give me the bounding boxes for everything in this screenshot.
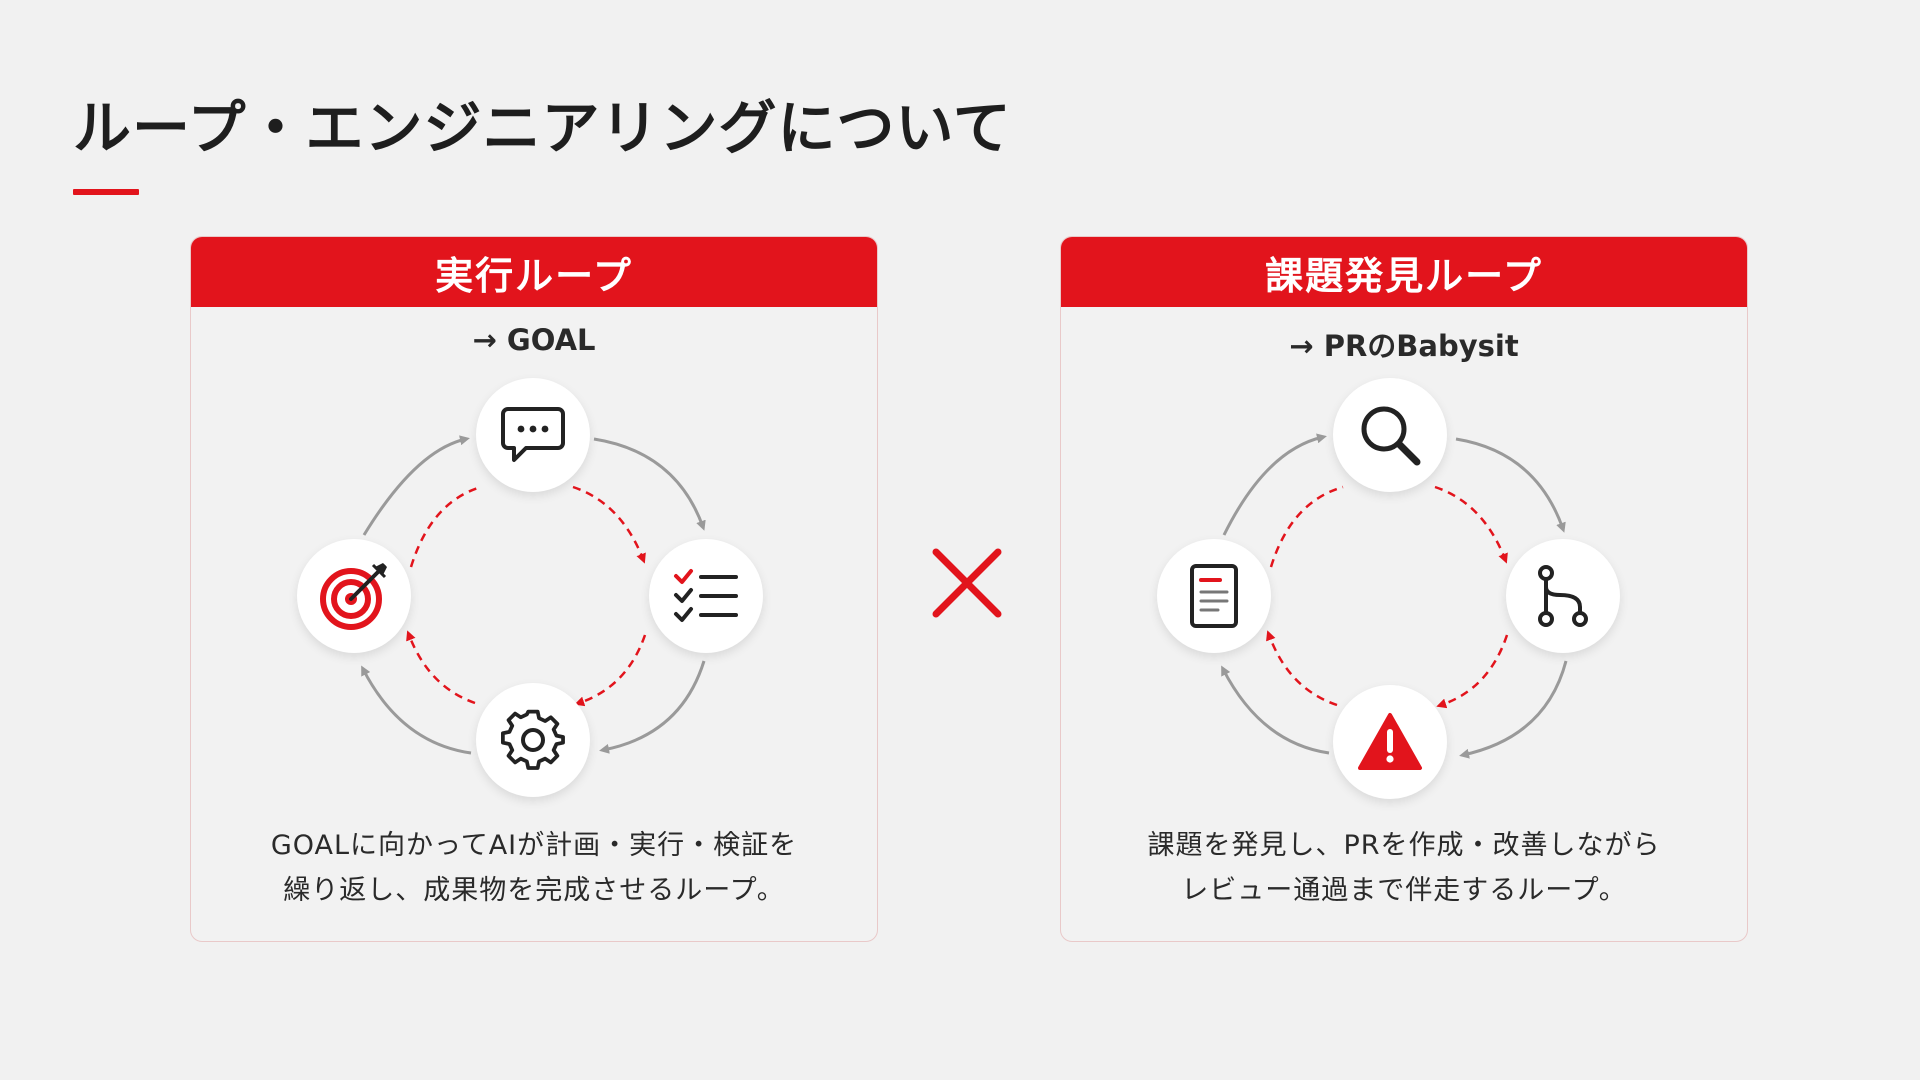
card-header: 実行ループ [191,237,877,307]
card-subtitle: → GOAL [472,323,596,357]
card-description: GOALに向かってAIが計画・実行・検証を 繰り返し、成果物を完成させるループ。 [191,823,877,913]
outer-arrow [1455,437,1566,533]
card-subtitle: → PRのBabysit [1289,329,1519,363]
inner-dashed-arrow [409,485,482,568]
description-line: レビュー通過まで伴走するループ。 [1181,875,1627,906]
checklist-icon [649,539,763,653]
warning-icon [1333,685,1447,799]
gear-icon [476,683,590,797]
outer-arrow [1221,665,1330,755]
issue-discovery-loop-card: 課題発見ループ → PRのBabysit [1060,236,1748,942]
description-line: 課題を発見し、PRを作成・改善しながら [1147,830,1661,861]
loop-diagram [1221,433,1568,759]
outer-arrow [1459,660,1568,759]
inner-dashed-arrow [1269,485,1344,568]
git-branch-icon [1506,539,1620,653]
card-header: 課題発見ループ [1061,237,1747,307]
description-line: GOALに向かってAIが計画・実行・検証を [270,830,798,861]
description-line: 繰り返し、成果物を完成させるループ。 [283,875,785,906]
inner-dashed-arrow [1266,630,1338,707]
execution-loop-card: 実行ループ → GOAL [190,236,878,942]
inner-dashed-arrow [1436,634,1509,709]
loop-diagram [361,435,706,755]
search-icon [1333,378,1447,492]
outer-arrow [361,665,472,755]
cross-icon [932,548,1002,618]
outer-arrow [593,437,706,531]
inner-dashed-arrow [1434,485,1508,564]
page-title: ループ・エンジニアリングについて [73,94,1012,162]
title-underline [73,189,139,195]
document-icon [1157,539,1271,653]
target-icon [297,539,411,653]
inner-dashed-arrow [574,634,647,707]
inner-dashed-arrow [406,630,476,705]
outer-arrow [1222,433,1327,536]
chat-bubble-icon [476,378,590,492]
card-description: 課題を発見し、PRを作成・改善しながら レビュー通過まで伴走するループ。 [1061,823,1747,913]
inner-dashed-arrow [572,485,646,564]
outer-arrow [599,660,706,754]
outer-arrow [362,435,470,536]
